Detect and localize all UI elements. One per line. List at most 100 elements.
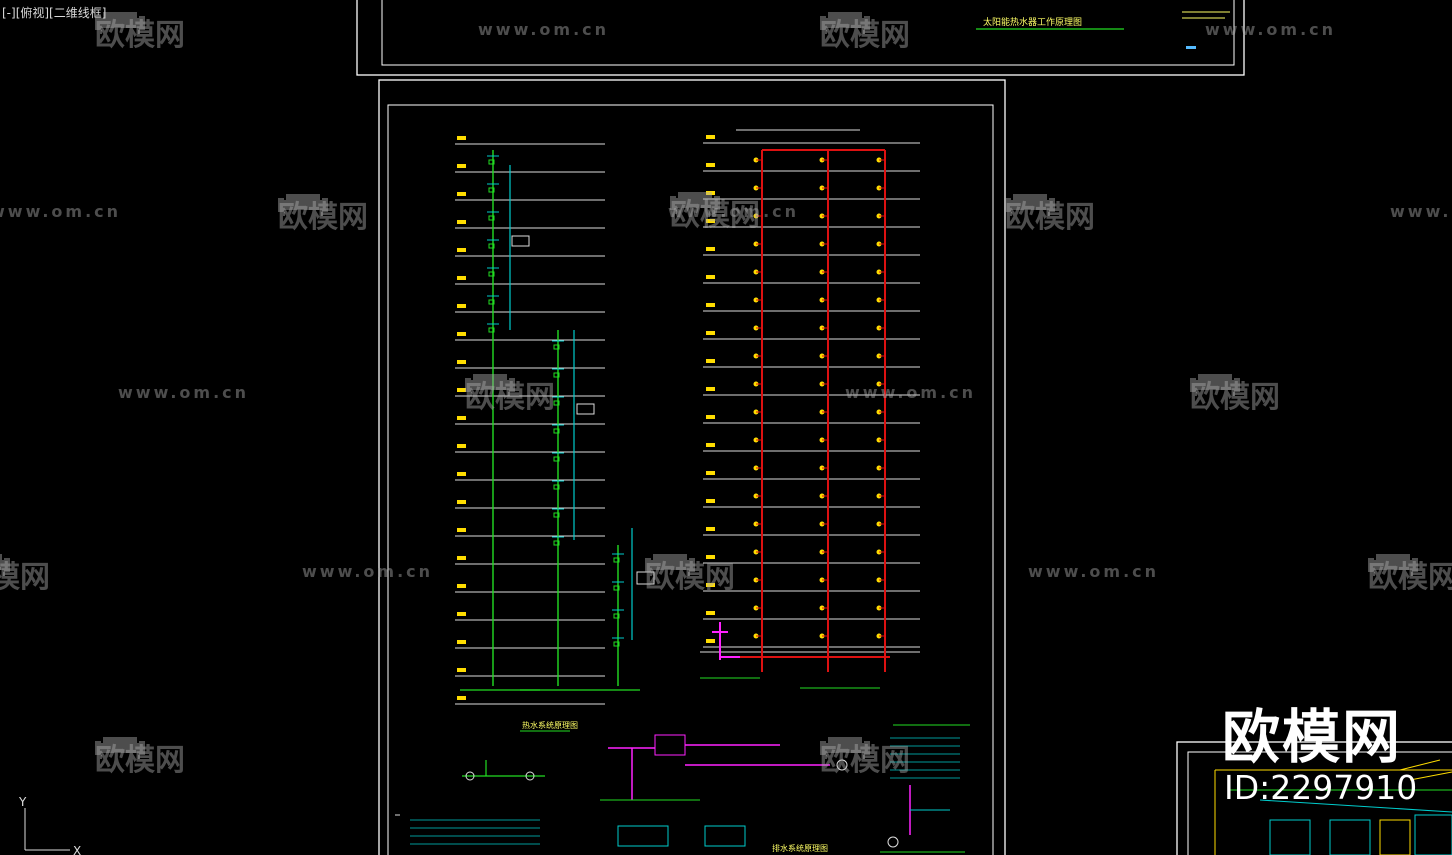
plan-room: [1414, 814, 1452, 855]
watermark-brand: 欧模网: [670, 190, 760, 234]
floor-elevation-mark: [457, 640, 466, 644]
floor-elevation-mark: [706, 247, 715, 251]
floor-elevation-mark: [706, 303, 715, 307]
floor-elevation-mark: [457, 220, 466, 224]
floor-elevation-mark: [706, 639, 715, 643]
valve-mark: [553, 456, 560, 462]
watermark-url: www.om.cn: [668, 202, 800, 221]
floor-elevation-mark: [457, 556, 466, 560]
watermark-brand: 欧模网: [645, 552, 735, 596]
floor-elevation-mark: [706, 359, 715, 363]
floor-elevation-mark: [706, 611, 715, 615]
top-sheet: 太阳能热水器工作原理图: [356, 0, 1245, 76]
floor-elevation-mark: [706, 415, 715, 419]
detail-valve: [465, 771, 475, 781]
floor-elevation-mark: [457, 304, 466, 308]
detail-valve: [525, 771, 535, 781]
valve-mark: [553, 344, 560, 350]
tank-box: [654, 734, 686, 756]
brand-id: ID:2297910: [1224, 768, 1418, 807]
watermark-brand-text: 欧模网: [820, 18, 910, 53]
floor-elevation-mark: [706, 275, 715, 279]
valve-mark: [488, 271, 495, 277]
detail-section: [617, 825, 669, 847]
label-box: [636, 571, 655, 585]
floor-elevation-mark: [457, 528, 466, 532]
floor-elevation-mark: [706, 219, 715, 223]
valve-mark: [488, 187, 495, 193]
label-box: [576, 403, 595, 415]
plan-room: [1329, 819, 1371, 855]
valve-mark: [553, 540, 560, 546]
watermark-brand: 欧模网: [1190, 372, 1280, 416]
plan-stair: [1399, 759, 1441, 771]
valve-mark: [613, 613, 620, 619]
valve-mark: [613, 585, 620, 591]
floor-elevation-mark: [706, 583, 715, 587]
floor-elevation-mark: [706, 387, 715, 391]
watermark-brand-text: 欧模网: [95, 18, 185, 53]
floor-elevation-mark: [706, 135, 715, 139]
ucs-y-label: Y: [18, 795, 27, 809]
floor-elevation-mark: [706, 499, 715, 503]
floor-elevation-mark: [457, 444, 466, 448]
plan-room: [1379, 819, 1411, 855]
top-sheet-title: 太阳能热水器工作原理图: [983, 16, 1082, 28]
floor-elevation-mark: [706, 527, 715, 531]
view-control-label[interactable]: [-][俯视][二维线框]: [2, 6, 107, 20]
detail-section: [704, 825, 746, 847]
floor-elevation-mark: [457, 360, 466, 364]
valve-mark: [553, 512, 560, 518]
watermark-brand: 欧模网: [820, 735, 910, 779]
brand-overlay: 欧模网 ID:2297910: [1222, 706, 1417, 808]
watermark-url: www.om.cn: [302, 562, 434, 581]
valve-mark: [488, 215, 495, 221]
hot-water-risers: [460, 150, 655, 691]
floor-elevation-mark: [457, 416, 466, 420]
watermark-brand: 欧模网: [820, 10, 910, 54]
valve-mark: [488, 299, 495, 305]
watermark-url: www.om.cn: [1028, 562, 1160, 581]
red-riser-system: [700, 149, 890, 689]
floor-elevation-mark: [706, 471, 715, 475]
watermark-brand-text: 欧模网: [95, 743, 185, 778]
floor-elevation-mark: [706, 555, 715, 559]
pump-symbol: [836, 759, 848, 771]
ucs-icon: Y X: [18, 795, 81, 855]
plan-room: [1269, 819, 1311, 855]
floor-elevation-mark: [706, 191, 715, 195]
right-floor-lines: [700, 129, 920, 653]
bottom-right-sheet: [1176, 741, 1452, 855]
floor-elevation-mark: [457, 276, 466, 280]
valve-mark: [488, 159, 495, 165]
left-floor-lines: [455, 136, 605, 705]
watermark-brand: 欧模网: [278, 192, 368, 236]
valve-mark: [553, 484, 560, 490]
floor-elevation-mark: [457, 136, 466, 140]
floor-elevation-mark: [457, 248, 466, 252]
watermark-brand-text: 欧模网: [820, 743, 910, 778]
valve-mark: [488, 327, 495, 333]
floor-elevation-mark: [457, 584, 466, 588]
plan-pipe: [1259, 799, 1452, 813]
floor-elevation-mark: [457, 472, 466, 476]
floor-elevation-mark: [457, 612, 466, 616]
watermark-brand: 欧模网: [1005, 192, 1095, 236]
watermark-brand-text: 欧模网: [670, 198, 760, 233]
watermark-url: www.om.cn: [1205, 20, 1337, 39]
floor-elevation-mark: [457, 192, 466, 196]
watermark-brand-text: 欧模网: [1005, 200, 1095, 235]
valve-mark: [553, 400, 560, 406]
watermark-brand: 欧模网: [465, 372, 555, 416]
floor-elevation-mark: [706, 163, 715, 167]
watermark-brand-text: 欧模网: [645, 560, 735, 595]
ucs-x-label: X: [73, 844, 81, 855]
floor-elevation-mark: [706, 331, 715, 335]
floor-elevation-mark: [457, 388, 466, 392]
drainage-diagram-caption: 排水系统原理图: [772, 843, 828, 853]
floor-elevation-mark: [457, 696, 466, 700]
detail-diagrams: [395, 724, 970, 853]
watermark-brand-text: 欧模网: [1190, 380, 1280, 415]
